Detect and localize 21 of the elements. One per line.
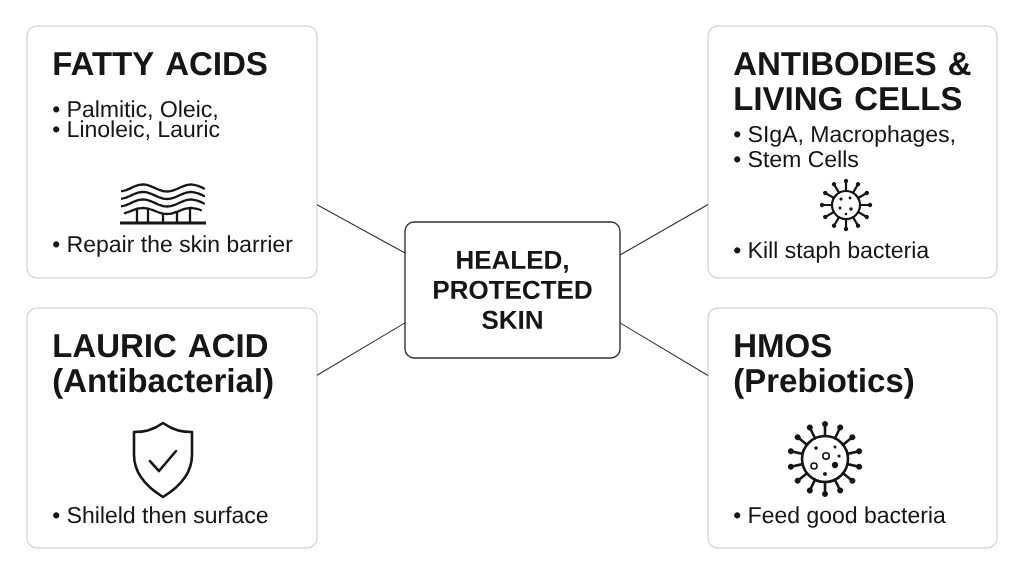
card-heading: FATTY ACIDS — [54, 51, 267, 76]
bullet-item: • Palmitic, Oleic, — [53, 100, 217, 120]
bullet-item: • Linoleic, Lauric — [53, 120, 220, 140]
connector-line — [619, 204, 709, 256]
info-card — [707, 25, 998, 279]
info-card — [707, 307, 998, 549]
connector-line — [316, 322, 406, 376]
center-box: HEALED, PROTECTED SKIN — [404, 221, 621, 359]
bullet-item: • Feed good bacteria — [734, 506, 946, 528]
bullet-item: • Kill staph bacteria — [734, 241, 930, 263]
bullet-item: • SIgA, Macrophages, — [734, 125, 954, 147]
info-card — [26, 307, 318, 549]
card-heading: ANTIBODIES & LIVING CELLS — [734, 51, 971, 111]
bullet-item: • Stem Cells — [734, 150, 858, 168]
card-heading: LAURIC ACID (Antibacterial) — [53, 333, 273, 399]
info-card — [26, 25, 318, 279]
connector-line — [316, 204, 406, 254]
bullet-item: • Shileld then surface — [53, 506, 268, 524]
connector-line — [619, 322, 709, 376]
card-heading: HMOS (Prebiotics) — [734, 333, 914, 399]
bullet-item: • Repair the skin barrier — [53, 235, 293, 257]
